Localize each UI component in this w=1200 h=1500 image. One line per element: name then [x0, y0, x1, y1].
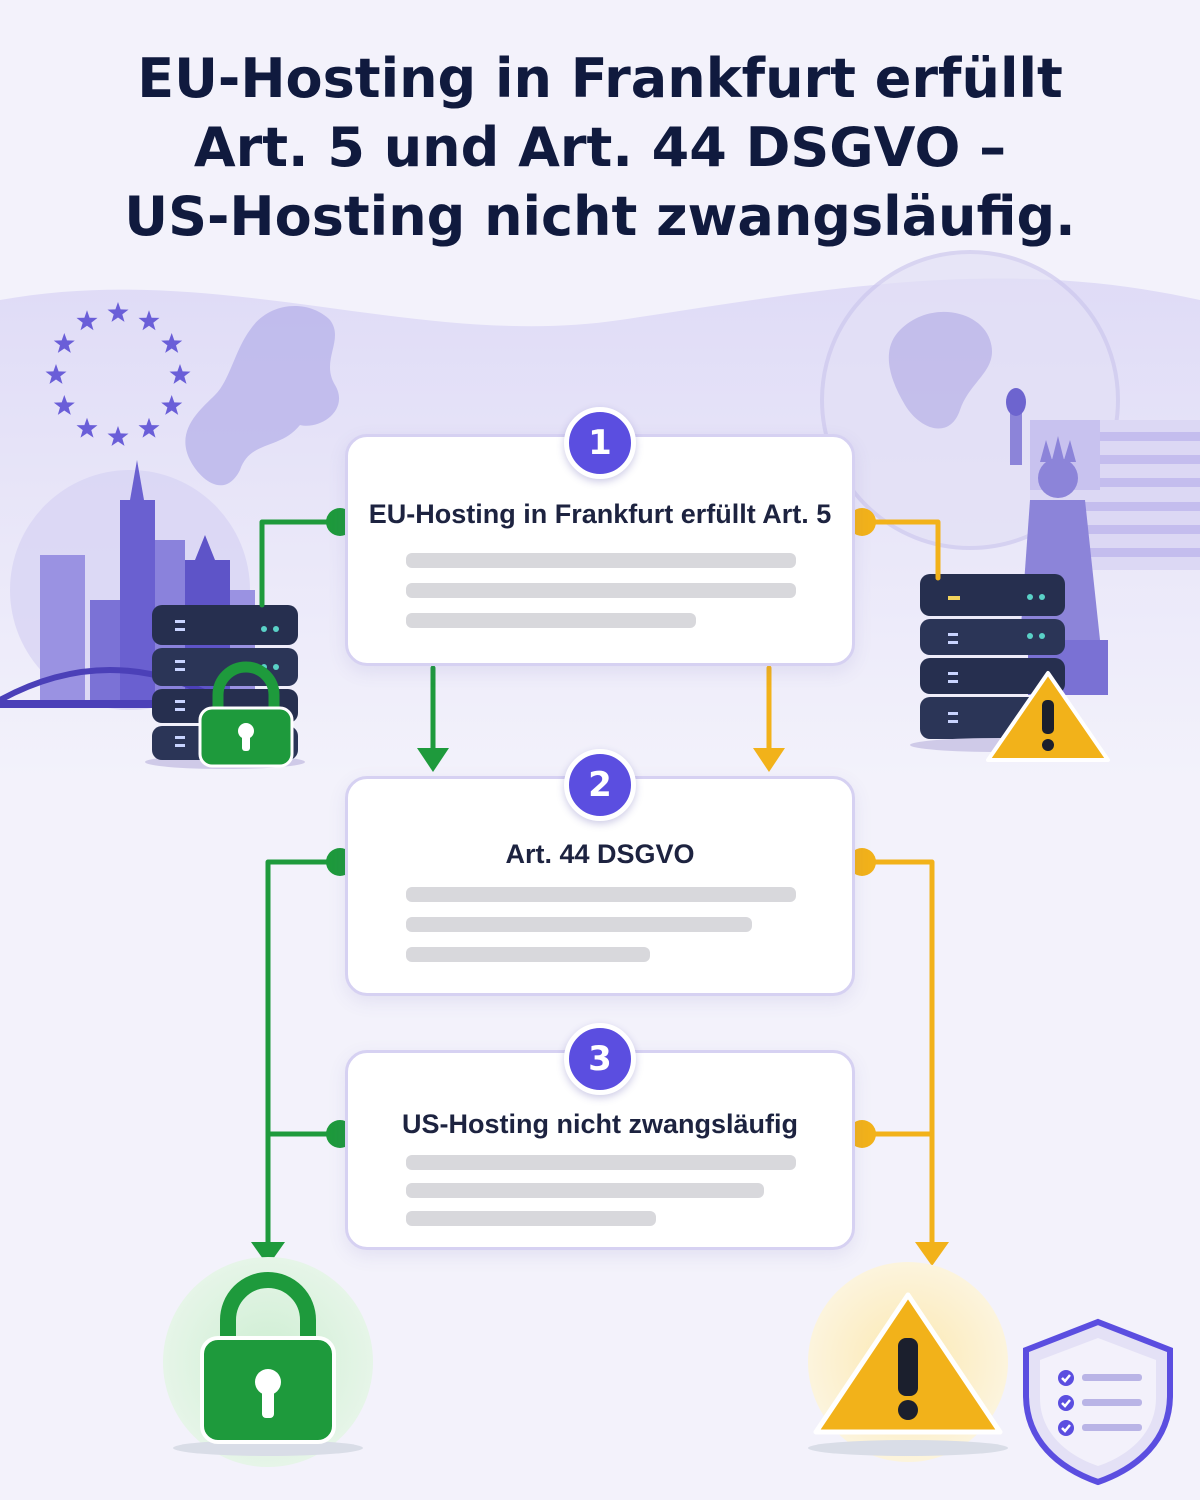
eu-star [161, 333, 183, 353]
arrowheads [251, 748, 949, 1266]
warning-triangle-icon [813, 1292, 1003, 1435]
placeholder-text-line [406, 947, 650, 962]
eu-star [76, 310, 98, 331]
placeholder-text-line [406, 917, 752, 932]
placeholder-text-line [406, 583, 796, 598]
step-number-badge: 1 [564, 407, 636, 479]
eu-star [107, 302, 129, 322]
eu-star [107, 426, 129, 446]
step-heading: US-Hosting nicht zwangsläufig [402, 1109, 798, 1139]
placeholder-text-line [406, 553, 796, 568]
step-number-badge: 3 [564, 1023, 636, 1095]
europe-map-icon [185, 306, 340, 486]
placeholder-text-line [406, 1155, 796, 1170]
eu-star [161, 395, 183, 415]
title-line-2: Art. 5 und Art. 44 DSGVO – [193, 116, 1007, 179]
padlock-icon [198, 661, 294, 768]
eu-star [53, 395, 75, 415]
step-card-3: 3 US-Hosting nicht zwangsläufig [345, 1023, 855, 1250]
statue-of-liberty-icon [1006, 388, 1108, 695]
eu-star [53, 333, 75, 353]
step-card-2: 2 Art. 44 DSGVO [345, 749, 855, 996]
eu-star [76, 417, 98, 438]
eu-star [169, 364, 191, 384]
warning-triangle-icon [986, 671, 1110, 762]
step-heading: Art. 44 DSGVO [505, 839, 695, 869]
placeholder-text-line [406, 1211, 656, 1226]
bridge-icon [0, 667, 222, 703]
shield-checklist-icon [1023, 1318, 1173, 1486]
eu-star [138, 310, 160, 331]
eu-star [45, 364, 67, 384]
step-card-1: 1 EU-Hosting in Frankfurt erfüllt Art. 5 [345, 407, 855, 666]
padlock-icon [200, 1272, 336, 1444]
page-title: EU-Hosting in Frankfurt erfüllt Art. 5 u… [60, 44, 1140, 251]
placeholder-text-line [406, 887, 796, 902]
step-heading: EU-Hosting in Frankfurt erfüllt Art. 5 [368, 499, 832, 529]
placeholder-text-line [406, 613, 696, 628]
eu-stars-icon [45, 302, 191, 446]
title-line-1: EU-Hosting in Frankfurt erfüllt [137, 47, 1063, 110]
eu-star [138, 417, 160, 438]
step-number-badge: 2 [564, 749, 636, 821]
placeholder-text-line [406, 1183, 764, 1198]
title-line-3: US-Hosting nicht zwangsläufig. [124, 185, 1076, 248]
